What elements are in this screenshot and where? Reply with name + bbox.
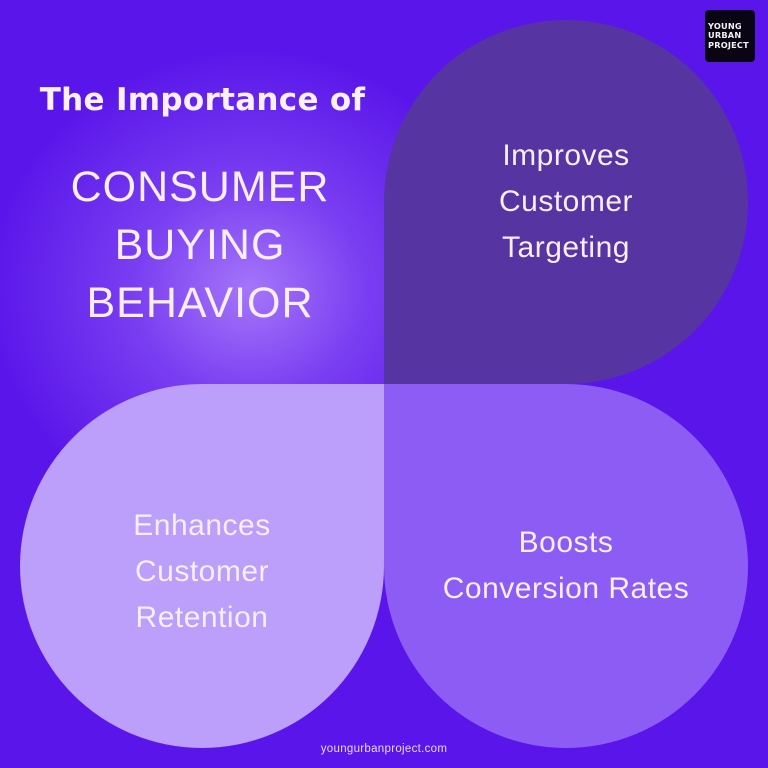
quadrant-enhances-retention: Enhances Customer Retention: [20, 384, 384, 748]
main-title-line: BEHAVIOR: [86, 279, 314, 327]
quadrant-line: Customer: [498, 185, 634, 218]
quadrant-text: Improves Customer Targeting: [384, 20, 748, 384]
quadrant-line: Boosts: [518, 526, 614, 559]
main-title-line: BUYING: [114, 221, 286, 269]
quadrant-line: Retention: [135, 601, 269, 634]
logo-line: PROJECT: [708, 39, 749, 50]
main-title-line: CONSUMER: [70, 163, 330, 211]
logo-line: URBAN: [708, 30, 742, 41]
quadrant-line: Conversion Rates: [442, 572, 690, 605]
logo-line: YOUNG: [708, 20, 742, 31]
quadrant-line: Enhances: [133, 509, 271, 542]
quadrant-line: Customer: [134, 555, 270, 588]
quadrant-improves-targeting: Improves Customer Targeting: [384, 20, 748, 384]
brand-logo: YOUNG URBAN PROJECT: [705, 10, 755, 62]
main-title: CONSUMER BUYING BEHAVIOR: [0, 158, 400, 332]
quadrant-text: Enhances Customer Retention: [20, 384, 384, 748]
quadrant-line: Targeting: [502, 231, 630, 264]
quadrant-text: Boosts Conversion Rates: [384, 384, 748, 748]
quadrant-line: Improves: [502, 139, 630, 172]
kicker-heading: The Importance of: [39, 82, 366, 118]
website-footer: youngurbanproject.com: [320, 743, 448, 755]
quadrant-boosts-conversion: Boosts Conversion Rates: [384, 384, 748, 748]
